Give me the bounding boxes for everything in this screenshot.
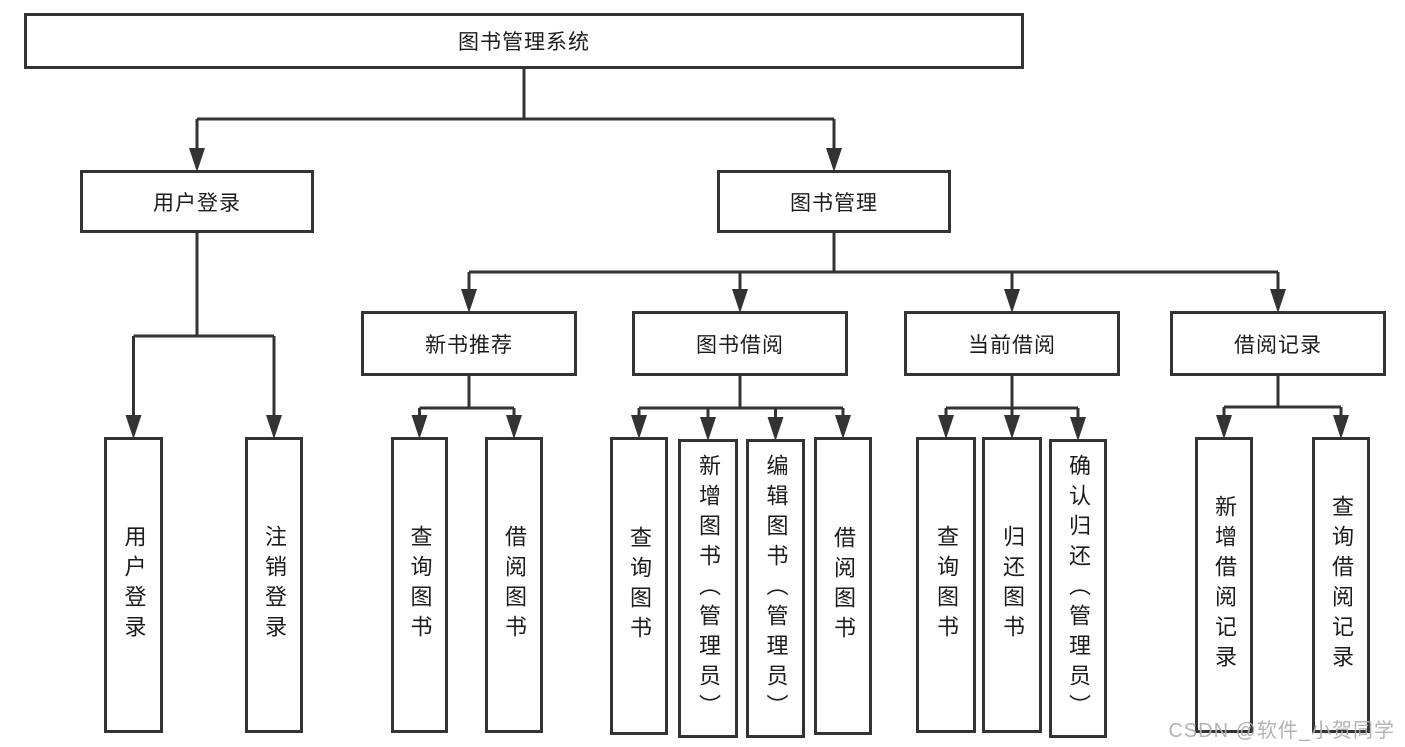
node-book-borrow: 图书借阅 [632, 311, 848, 376]
node-label: 图书管理 [790, 191, 878, 215]
node-label: 新增借阅记录 [1212, 495, 1237, 675]
node-label: 新书推荐 [425, 333, 513, 357]
node-label: 新增图书（管理员） [696, 453, 721, 724]
node-current-borrow: 当前借阅 [904, 311, 1120, 376]
node-label: 查询图书 [934, 525, 959, 645]
watermark: CSDN @软件_小贺同学 [1168, 720, 1395, 742]
node-label: 注销登录 [262, 525, 287, 645]
arrowhead [1270, 289, 1286, 313]
arrowhead [506, 415, 522, 439]
node-label: 查询借阅记录 [1329, 495, 1354, 675]
arrowhead [826, 148, 842, 172]
node-label: 当前借阅 [968, 333, 1056, 357]
arrowhead [461, 289, 477, 313]
arrowhead [631, 415, 647, 439]
node-bb-query: 查询图书 [610, 437, 668, 735]
arrowhead [125, 415, 142, 439]
node-label: 编辑图书（管理员） [763, 453, 789, 724]
node-label: 确认归还（管理员） [1066, 453, 1091, 724]
arrowhead [732, 289, 748, 313]
node-rec-add: 新增借阅记录 [1195, 437, 1253, 733]
arrowhead [1070, 417, 1086, 441]
node-nb-borrow: 借阅图书 [485, 437, 543, 733]
node-bb-borrow: 借阅图书 [814, 437, 872, 735]
node-bb-add: 新增图书（管理员） [678, 439, 738, 738]
node-book-mgmt: 图书管理 [717, 170, 951, 233]
node-label: 借阅图书 [831, 526, 856, 646]
node-bb-edit: 编辑图书（管理员） [746, 439, 805, 738]
node-leaf-login: 用户登录 [104, 437, 163, 733]
arrowhead [767, 417, 784, 441]
node-label: 借阅记录 [1234, 333, 1322, 357]
node-user-login: 用户登录 [80, 170, 314, 233]
arrowhead [700, 417, 716, 441]
node-borrow-records: 借阅记录 [1170, 311, 1386, 376]
node-label: 借阅图书 [502, 525, 527, 645]
arrowhead [411, 415, 428, 439]
node-new-books: 新书推荐 [361, 311, 577, 376]
node-label: 图书管理系统 [458, 31, 590, 54]
arrowhead [1004, 415, 1020, 439]
node-label: 查询图书 [407, 525, 433, 645]
node-leaf-logout: 注销登录 [245, 437, 303, 733]
arrowhead [1333, 415, 1349, 439]
node-label: 查询图书 [627, 526, 652, 646]
node-root: 图书管理系统 [24, 13, 1024, 69]
arrowhead [835, 415, 851, 439]
node-cb-query: 查询图书 [916, 437, 976, 733]
arrowhead [1004, 289, 1020, 313]
node-nb-query: 查询图书 [391, 437, 448, 733]
node-label: 归还图书 [1000, 525, 1025, 645]
node-label: 用户登录 [153, 191, 241, 215]
node-rec-query: 查询借阅记录 [1312, 437, 1370, 733]
arrowhead [189, 148, 205, 172]
arrowhead [266, 415, 282, 439]
node-cb-return: 归还图书 [982, 437, 1042, 733]
node-cb-confirm: 确认归还（管理员） [1049, 439, 1107, 738]
arrowhead [938, 415, 954, 439]
node-label: 图书借阅 [696, 333, 784, 357]
node-label: 用户登录 [121, 525, 147, 645]
arrowhead [1216, 415, 1232, 439]
